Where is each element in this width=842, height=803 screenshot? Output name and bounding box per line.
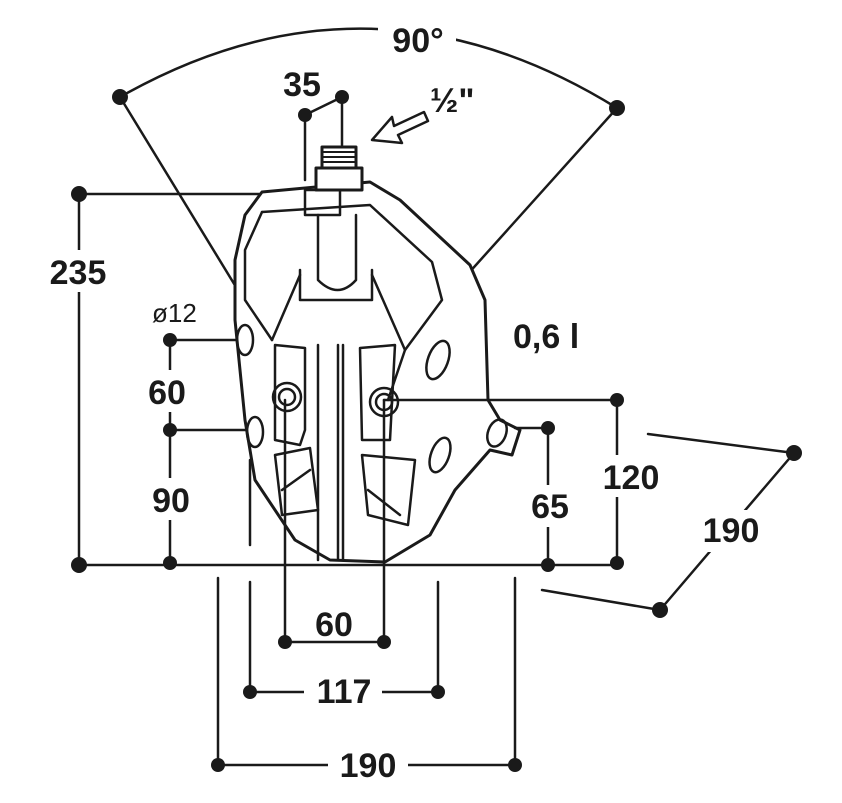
right-vertical-dimensions: 120 65 bbox=[382, 393, 666, 572]
thread-width-dimension: 35 bbox=[283, 66, 349, 182]
volume-label: 0,6 l bbox=[513, 318, 579, 356]
angle-label: 90° bbox=[392, 22, 443, 60]
hole-diameter-label: ø12 bbox=[152, 298, 197, 328]
depth-label: 190 bbox=[703, 512, 760, 550]
height-dimension: 235 bbox=[40, 186, 264, 573]
overall-width-label: 190 bbox=[340, 747, 397, 785]
thread-width-label: 35 bbox=[283, 66, 321, 104]
inner-spacing-label: 60 bbox=[315, 606, 353, 644]
hole-diameter-dimension: ø12 bbox=[152, 298, 242, 347]
side-hole-height-label: 65 bbox=[531, 488, 569, 526]
angle-dimension: 90° bbox=[112, 18, 625, 307]
hole-height-label: 90 bbox=[152, 482, 190, 520]
bottom-dimensions: 60 117 190 bbox=[211, 398, 522, 787]
depth-dimension: 190 bbox=[540, 432, 802, 618]
mount-width-label: 117 bbox=[317, 673, 372, 711]
left-vertical-dimensions: 60 90 bbox=[140, 338, 254, 570]
height-label: 235 bbox=[50, 254, 107, 292]
hole-spacing-label: 60 bbox=[148, 374, 186, 412]
thread-size-callout: ½" bbox=[370, 82, 474, 145]
thread-size-label: ½" bbox=[430, 82, 474, 120]
side-height-label: 120 bbox=[603, 459, 660, 497]
urinal-body bbox=[233, 145, 522, 564]
